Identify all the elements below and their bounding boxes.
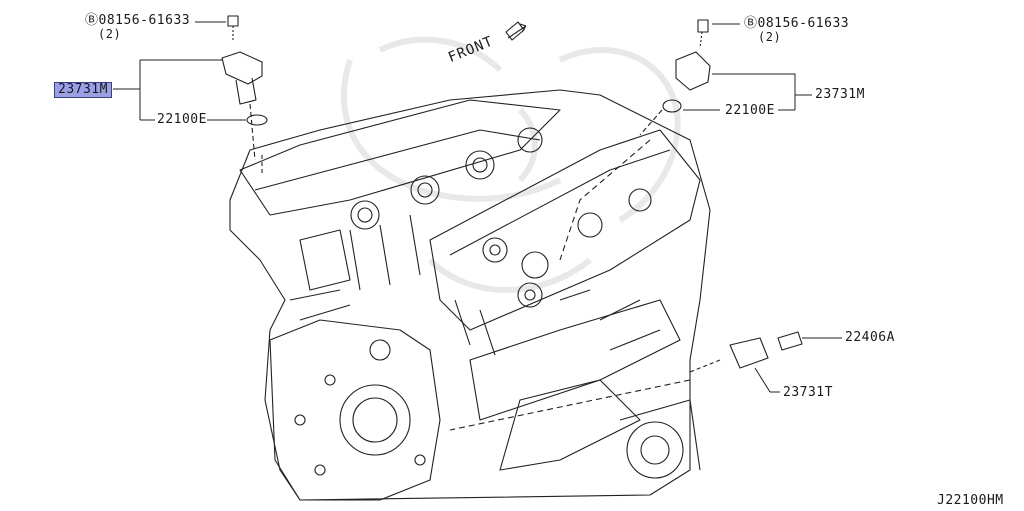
callout-bolt-right[interactable]: Ⓑ08156-61633 — [744, 17, 849, 31]
callout-oring-left[interactable]: 22100E — [157, 112, 207, 127]
leader-lines — [113, 21, 842, 393]
watermark-logo — [340, 36, 681, 293]
callout-bolt-left[interactable]: Ⓑ08156-61633 — [85, 14, 190, 28]
front-arrow-icon — [505, 21, 527, 41]
callout-sensor-right[interactable]: 23731M — [815, 87, 865, 102]
bolt-left-part-number: Ⓑ08156-61633 — [85, 13, 191, 28]
bolt-left-qty: (2) — [98, 27, 122, 41]
callout-sensor-crank[interactable]: 23731T — [783, 385, 833, 400]
right-cam-sensor-parts — [559, 19, 711, 261]
bolt-right-qty: (2) — [758, 30, 782, 44]
callout-sensor-left[interactable]: 23731M — [54, 82, 112, 98]
left-cam-sensor-parts — [221, 15, 268, 175]
crank-sensor-parts — [449, 331, 803, 431]
figure-code: J22100HM — [937, 493, 1004, 508]
bolt-right-part-number: Ⓑ08156-61633 — [744, 16, 850, 31]
engine-block — [229, 89, 711, 501]
callout-oring-right[interactable]: 22100E — [725, 103, 775, 118]
callout-bolt-crank[interactable]: 22406A — [845, 330, 895, 345]
